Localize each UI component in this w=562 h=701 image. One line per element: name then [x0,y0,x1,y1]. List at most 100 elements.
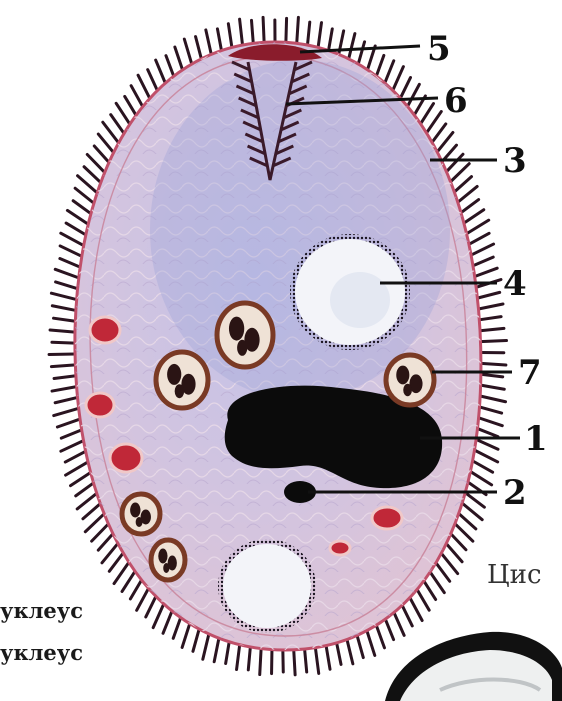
cilium [114,562,129,583]
cilium [441,553,457,573]
cilium [286,18,287,42]
cilium [51,365,75,367]
cilium [400,78,410,99]
cilium [318,23,321,48]
cilium [184,39,191,64]
cilium [477,429,497,437]
cilium [479,418,503,426]
cilium [55,397,77,402]
cilium [60,246,82,256]
cilium [480,396,505,402]
cilium [122,571,135,591]
cilium [427,112,442,133]
cilium [193,629,199,651]
cilium [61,233,84,245]
figure-caption-fragment: Цис [487,560,542,590]
callout-3: 3 [503,141,527,181]
cilium [376,625,384,648]
cilium [315,648,318,674]
cilium [461,200,479,213]
cilium [458,186,477,202]
cilium [481,341,507,342]
cilium [240,19,243,45]
cilium [248,647,250,670]
cilium [479,317,501,320]
cilium [260,649,261,675]
callout-4: 4 [503,264,527,304]
cilium [130,580,141,599]
cilium [57,419,80,427]
cilium [481,385,505,389]
cilium [470,472,491,485]
cilium [83,504,100,519]
cilium [385,619,393,639]
cilium [385,61,394,83]
caption-line-1: уклеус [0,598,83,623]
cilium [459,513,476,528]
cilium [402,605,412,626]
cilium [305,649,307,672]
food-vacuole [386,355,434,405]
cilium [51,293,76,299]
cilium [477,292,499,298]
food-vacuole [122,494,160,534]
cilium [454,177,471,192]
cilium [357,635,363,657]
cilium [462,503,482,520]
cilium [153,604,164,628]
cilium [424,581,436,600]
cilium [394,613,404,636]
cilium [111,115,124,134]
cilium [475,268,497,276]
pigment-spot [86,393,114,417]
cilium [437,132,453,151]
cilium [408,84,420,106]
cilium [430,572,444,593]
cilium [465,493,484,507]
cilium [471,244,493,255]
cilium [226,642,230,664]
cilium [71,472,91,485]
cilium [49,354,75,355]
cilium [55,269,78,278]
contractile-vacuole-upper [290,234,410,350]
cilium [77,493,97,509]
cilium [326,646,330,670]
cilium [76,483,94,496]
cilium [263,17,264,42]
caption-line-2: уклеус [0,640,83,665]
cilium [148,70,158,91]
cilium [417,589,429,610]
pigment-spot [372,507,402,529]
cilium [455,524,473,541]
cilium [182,624,190,648]
cilium [446,544,462,562]
cilium [137,588,149,610]
cilium [67,210,88,224]
food-vacuole [151,540,185,580]
cilium [61,430,81,438]
cilium [56,282,78,289]
cilium [84,167,101,183]
cilium [214,638,219,662]
cilium [98,134,113,152]
adjacent-figure-fragment [385,632,562,701]
cilium [54,318,76,321]
cilium [480,328,504,330]
cilium [473,257,493,266]
cilium [125,96,136,115]
cilium [66,462,88,475]
cilium [481,374,503,377]
contractile-vacuole-lower [218,539,316,633]
cilium [473,461,493,472]
cilium [109,553,123,571]
callout-1: 1 [524,419,548,459]
cilium [60,259,80,268]
cilium [469,233,489,244]
cilium [196,37,202,59]
cilium [217,29,221,51]
cilium [410,598,422,621]
cilium [451,534,466,550]
pigment-spot [110,444,142,472]
